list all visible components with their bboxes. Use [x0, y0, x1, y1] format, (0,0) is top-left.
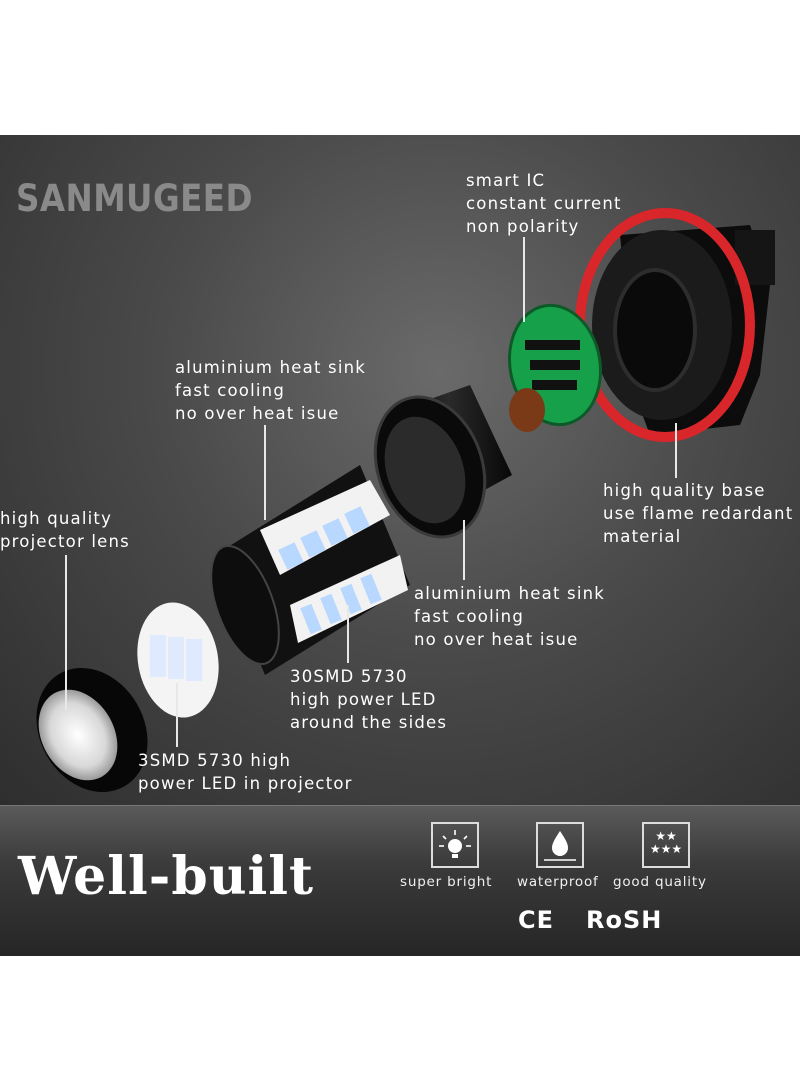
callout-line-base [675, 423, 677, 478]
feature-label-super-bright: super bright [400, 874, 493, 890]
label-30smd: 30SMD 5730 high power LED around the sid… [290, 667, 448, 732]
driver-pcb [507, 303, 603, 432]
ce-mark: CE [518, 906, 555, 934]
projector-lens [36, 667, 148, 793]
label-3smd: 3SMD 5730 high power LED in projector [138, 751, 353, 793]
heat-sink-ring [373, 385, 512, 539]
brand-logo: SANMUGEED [16, 177, 253, 220]
feature-label-good-quality: good quality [613, 874, 707, 890]
bulb-icon [431, 822, 479, 868]
feature-label-waterproof: waterproof [517, 874, 599, 890]
exploded-bulb-illustration [36, 208, 775, 793]
label-projector-lens: high quality projector lens [0, 509, 130, 551]
callout-line-ic [523, 237, 525, 322]
callout-line-30smd [347, 605, 349, 663]
projector-led-disc [137, 602, 219, 718]
water-drop-icon [536, 822, 584, 868]
socket-base [575, 208, 775, 442]
label-heat-sink-mid: aluminium heat sink fast cooling no over… [414, 584, 606, 649]
callout-line-lens [65, 555, 67, 710]
footer-banner: Well-built super bright waterproof ★★★★★… [0, 805, 800, 956]
well-built-title: Well-built [18, 846, 315, 907]
product-panel: SANMUGEED smart IC constant current non … [0, 135, 800, 805]
rosh-mark: RoSH [586, 906, 663, 934]
label-base: high quality base use flame redardant ma… [603, 481, 794, 546]
led-body [210, 465, 410, 675]
stars-icon: ★★★★★ [642, 822, 690, 868]
callout-line-heat-sink-mid [463, 520, 465, 580]
callout-line-3smd [176, 683, 178, 747]
label-heat-sink-top: aluminium heat sink fast cooling no over… [175, 358, 367, 423]
callout-line-heat-sink-top [264, 425, 266, 520]
label-smart-ic: smart IC constant current non polarity [466, 171, 622, 236]
